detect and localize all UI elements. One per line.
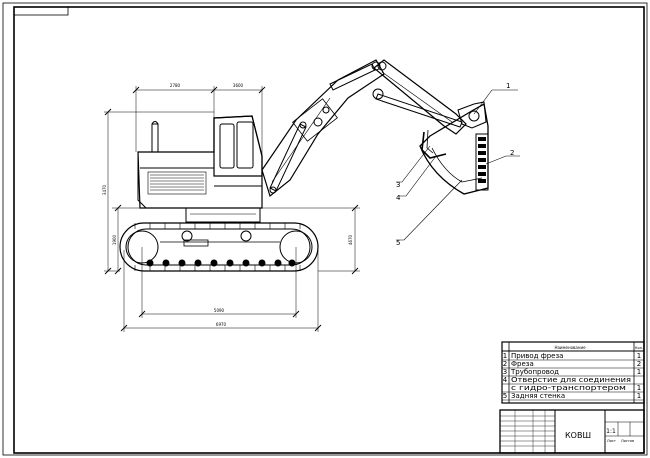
dim-label-d4: 1900 [112, 234, 117, 245]
spec-row-name: Трубопровод [510, 368, 559, 376]
title-block [499, 409, 645, 454]
spec-row-qty: 1 [637, 392, 641, 400]
stick-arm [373, 59, 467, 135]
arm-cylinder [329, 63, 376, 91]
drawing-title: КОВШ [565, 431, 591, 440]
spec-row-qty: 1 [637, 368, 641, 376]
spec-row-name: Задняя стенка [511, 392, 565, 400]
crawler-track-inner [127, 228, 311, 266]
dim-label-d5: 4670 [348, 234, 353, 245]
spec-row-name: с гидро-транспортером [511, 384, 626, 392]
exhaust-pipe [151, 123, 159, 153]
mill-drive [457, 101, 487, 129]
dim-label-d3: 3470 [102, 184, 107, 195]
callout-2: 2 [510, 149, 514, 157]
spec-row-qty: 1 [637, 352, 641, 360]
callout-4: 4 [396, 194, 401, 202]
road-wheels [146, 259, 296, 267]
sheets-label: Листов [621, 439, 634, 443]
spec-header-qty: Кол. [635, 346, 643, 350]
callout-1: 1 [506, 82, 510, 90]
spec-row-pos: 1 [503, 352, 507, 360]
inner-frame [13, 6, 645, 454]
dim-label-d2: 3600 [233, 83, 244, 88]
crawler-track [119, 222, 319, 272]
spec-row-pos: 2 [503, 360, 507, 368]
bucket-cylinder [375, 93, 463, 128]
pipeline [421, 131, 447, 159]
spec-row-name: Фреза [511, 360, 534, 368]
cab-window-2 [236, 121, 254, 169]
dim-label-d1: 2780 [170, 83, 181, 88]
operator-cab [213, 115, 263, 177]
upper-roller-2 [240, 230, 252, 242]
excavator-drawing [119, 59, 489, 272]
cab-window-1 [219, 123, 235, 169]
boom-cylinder [269, 123, 307, 192]
spec-row-pos: 5 [503, 392, 507, 400]
milling-drum [475, 133, 489, 191]
scale-value: 1:1 [606, 428, 616, 435]
engine-grille [147, 171, 207, 195]
mill-teeth [478, 137, 486, 183]
upper-roller-1 [181, 230, 193, 242]
spec-row-pos: 3 [503, 368, 507, 376]
dimension-ticks [104, 86, 359, 332]
sheet-label: Лист [607, 439, 616, 443]
leader-lines [396, 89, 520, 241]
spec-row-qty: 1 [637, 384, 641, 392]
spec-table [501, 341, 645, 404]
spec-row-name: Отверстие для соединения [511, 376, 631, 384]
track-pads [134, 223, 301, 271]
dim-label-d6: 5090 [214, 308, 225, 313]
turntable [185, 207, 261, 223]
boom [261, 59, 385, 198]
spec-row-pos: 4 [503, 376, 508, 384]
callout-5: 5 [396, 239, 400, 247]
spec-row-qty: 2 [637, 360, 641, 368]
callout-3: 3 [396, 181, 400, 189]
spec-row-name: Привод фреза [511, 352, 563, 360]
dim-label-d7: 6970 [216, 322, 227, 327]
spec-header-name: Наименование [554, 345, 586, 350]
top-left-stamp-box [13, 6, 69, 16]
dimension-lines [104, 86, 360, 332]
